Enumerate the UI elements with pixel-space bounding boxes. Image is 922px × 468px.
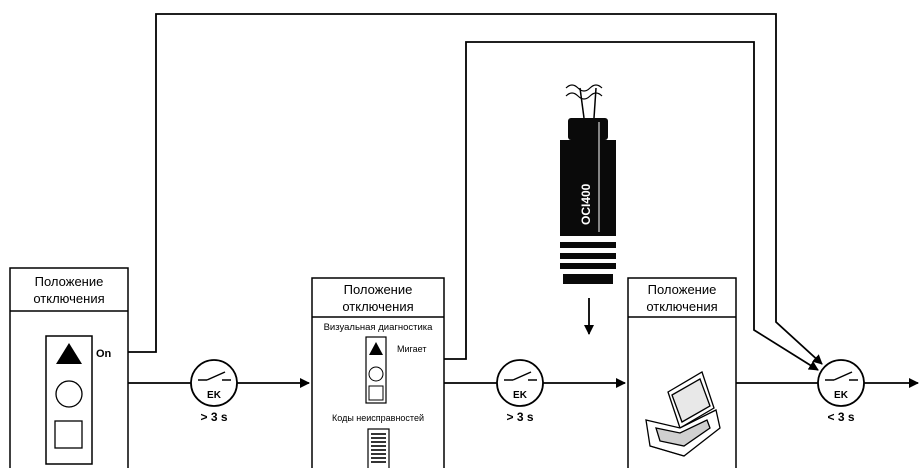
mini-square-icon: [368, 385, 384, 401]
blink-label: Мигает: [397, 344, 426, 354]
oci400-connector-icon: OCI400: [560, 84, 616, 284]
switch2-time: > 3 s: [506, 410, 533, 424]
box2-title-line1: Положение: [344, 282, 413, 297]
ek-switch-1: EK > 3 s: [190, 359, 238, 424]
flow-lines: [128, 13, 919, 388]
square-indicator-icon: [54, 420, 83, 449]
triangle-indicator-icon: [56, 343, 82, 364]
switch1-label: EK: [207, 390, 222, 401]
ek-switch-2: EK > 3 s: [496, 359, 544, 424]
box2-title-line2: отключения: [342, 299, 413, 314]
fault-codes-label: Коды неисправностей: [332, 413, 424, 423]
trip-position-box-3: Положение отключения: [627, 277, 737, 468]
mini-circle-icon: [368, 366, 384, 382]
visual-diagnostics-label: Визуальная диагностика: [324, 322, 434, 333]
box1-title-line2: отключения: [33, 291, 104, 306]
ek-switch-3: EK < 3 s: [817, 359, 865, 424]
laptop-icon: [645, 371, 721, 457]
circle-indicator-icon: [55, 380, 83, 408]
trip-position-box-1: Положение отключения On: [9, 267, 129, 468]
switch3-time: < 3 s: [827, 410, 854, 424]
fault-code-display-icon: [367, 428, 390, 468]
box3-title-line1: Положение: [648, 282, 717, 297]
switch2-label: EK: [513, 390, 528, 401]
blinking-triangle-icon: [369, 342, 383, 355]
box1-title-line1: Положение: [35, 274, 104, 289]
box3-title-line2: отключения: [646, 299, 717, 314]
switch3-label: EK: [834, 390, 849, 401]
connector-label: OCI400: [579, 183, 593, 225]
on-label: On: [96, 348, 112, 360]
trip-position-box-2: Положение отключения Визуальная диагност…: [311, 277, 445, 468]
switch1-time: > 3 s: [200, 410, 227, 424]
